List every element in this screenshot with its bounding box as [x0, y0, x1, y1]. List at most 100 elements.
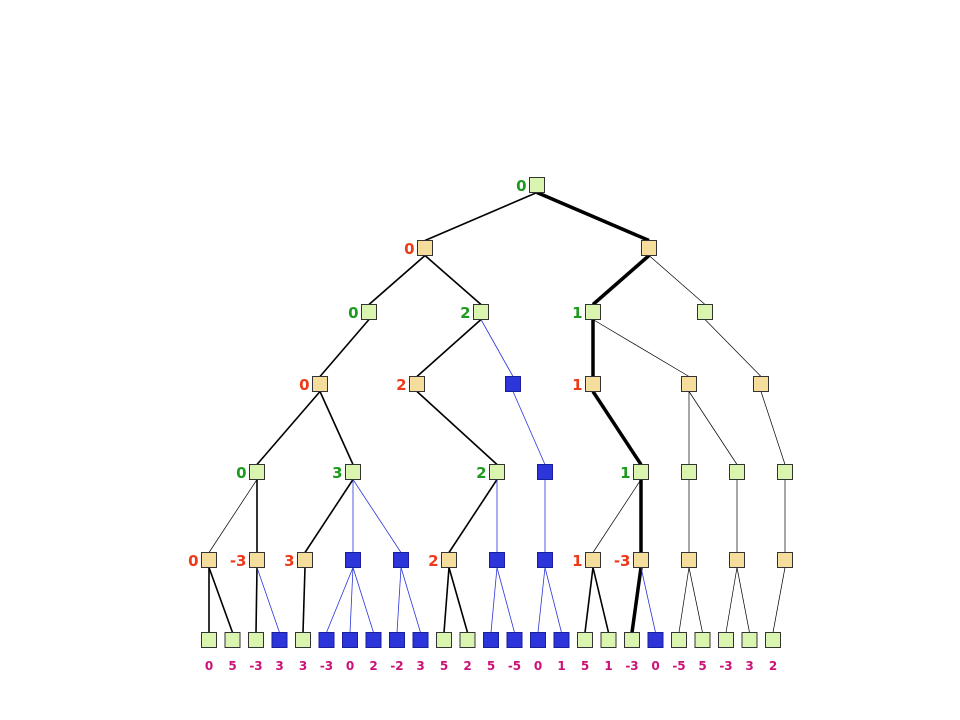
- min-node-b: [641, 240, 657, 256]
- leaf-node-l6-pruned: [318, 632, 335, 648]
- max-value-c5: 1: [620, 464, 630, 482]
- min-node-d7-pruned: [489, 552, 505, 568]
- edge-a2-a2y: [480, 319, 514, 377]
- min-node-d1: [201, 552, 217, 568]
- max-node-b1: [585, 304, 601, 320]
- max-node-c2: [345, 464, 361, 480]
- max-node-c3: [489, 464, 505, 480]
- min-node-a: [417, 240, 433, 256]
- edge-c2-d3: [304, 479, 354, 553]
- max-value-a1: 0: [348, 304, 358, 322]
- edge-b-b2: [648, 255, 706, 305]
- max-value-r: 0: [516, 177, 526, 195]
- edge-d3-l5: [302, 567, 306, 633]
- leaf-node-l12: [459, 632, 476, 648]
- edge-d4-l6: [326, 567, 354, 633]
- min-node-b1x: [585, 376, 601, 392]
- max-value-c2: 3: [332, 464, 342, 482]
- leaf-value-l10: 3: [416, 659, 424, 673]
- max-node-c4-pruned: [537, 464, 553, 480]
- leaf-node-l17: [577, 632, 593, 648]
- leaf-node-l22: [694, 632, 711, 648]
- edge-d5-l9: [396, 567, 402, 633]
- edge-r-a: [424, 191, 538, 242]
- edge-a-a1: [368, 254, 426, 306]
- leaf-node-l21: [671, 632, 687, 648]
- edge-c3-d6: [448, 479, 498, 553]
- min-node-d11: [681, 552, 697, 568]
- leaf-value-l8: 2: [369, 659, 377, 673]
- leaf-node-l2: [224, 632, 241, 648]
- max-node-c5: [633, 464, 649, 480]
- tree-edges: [208, 190, 786, 633]
- leaf-value-l3: -3: [249, 659, 262, 673]
- max-value-c1: 0: [236, 464, 246, 482]
- edge-d9-l18: [592, 567, 610, 633]
- min-value-a2x: 2: [396, 376, 406, 394]
- max-node-c7: [729, 464, 745, 480]
- tree-nodes: [201, 177, 793, 648]
- leaf-value-l18: 1: [604, 659, 612, 673]
- edge-b1x-c5-best-path: [591, 390, 643, 466]
- leaf-node-l15-pruned: [530, 632, 546, 648]
- leaf-node-l3: [248, 632, 264, 648]
- min-value-a1x: 0: [299, 376, 309, 394]
- leaf-node-l19: [624, 632, 640, 648]
- leaf-node-l13-pruned: [483, 632, 499, 648]
- leaf-value-l4: 3: [275, 659, 283, 673]
- leaf-node-l10-pruned: [412, 632, 429, 648]
- leaf-value-l11: 5: [440, 659, 448, 673]
- min-node-a2y-pruned: [505, 376, 521, 392]
- max-value-c3: 2: [476, 464, 486, 482]
- edge-a2y-c4: [512, 391, 546, 465]
- max-node-c1: [249, 464, 265, 480]
- edge-d2-l4: [256, 567, 280, 633]
- edge-d10-l20: [640, 567, 656, 633]
- edge-d12-l23: [725, 567, 738, 633]
- leaf-value-l23: -3: [719, 659, 732, 673]
- edge-d13-l25: [772, 567, 786, 633]
- edge-c1-d1: [208, 479, 258, 553]
- edge-d4-l8: [352, 567, 374, 633]
- min-value-d9: 1: [572, 552, 582, 570]
- edge-a1-a1x: [319, 318, 370, 378]
- leaf-value-l17: 5: [581, 659, 589, 673]
- leaf-value-l13: 5: [487, 659, 495, 673]
- leaf-value-l15: 0: [534, 659, 542, 673]
- leaf-node-l8-pruned: [365, 632, 382, 648]
- min-node-d4-pruned: [345, 552, 361, 568]
- min-value-d1: 0: [188, 552, 198, 570]
- min-node-d3: [297, 552, 313, 568]
- edge-d6-l11: [443, 567, 450, 633]
- leaf-value-l9: -2: [390, 659, 403, 673]
- min-node-a2x: [409, 376, 425, 392]
- edge-d2-l3: [255, 567, 258, 633]
- min-value-d2: -3: [230, 552, 247, 570]
- edge-d4-l7: [349, 567, 354, 633]
- min-node-d2: [249, 552, 265, 568]
- min-value-b1x: 1: [572, 376, 582, 394]
- leaf-value-l21: -5: [672, 659, 685, 673]
- min-node-d9: [585, 552, 601, 568]
- max-node-a1: [361, 304, 377, 320]
- leaf-value-l2: 5: [228, 659, 236, 673]
- edge-a-a2: [424, 254, 482, 306]
- leaf-node-l4-pruned: [271, 632, 288, 648]
- edge-d12-l24: [736, 567, 750, 633]
- max-value-b1: 1: [572, 304, 582, 322]
- edge-d9-l17: [584, 567, 594, 633]
- leaf-node-l14-pruned: [506, 632, 523, 648]
- edge-r-b-best-path: [536, 190, 650, 243]
- leaf-value-l16: 1: [557, 659, 565, 673]
- min-node-b1y: [681, 376, 697, 392]
- leaf-value-l25: 2: [769, 659, 777, 673]
- edge-d7-l14: [496, 567, 515, 633]
- leaf-node-l1: [201, 632, 217, 648]
- leaf-value-l7: 0: [346, 659, 354, 673]
- max-node-c8: [777, 464, 793, 480]
- edge-d8-l16: [544, 567, 562, 633]
- leaf-node-l20-pruned: [647, 632, 664, 648]
- leaf-node-l24: [741, 632, 758, 648]
- min-node-d12: [729, 552, 745, 568]
- leaf-node-l7-pruned: [342, 632, 358, 648]
